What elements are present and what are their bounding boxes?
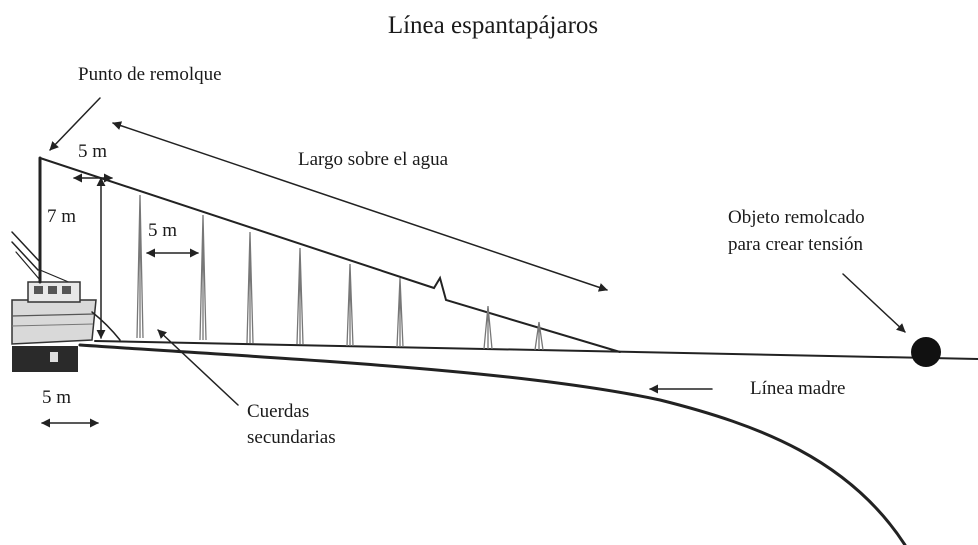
diagram-title: Línea espantapájaros	[388, 12, 598, 39]
height-label: 7 m	[47, 206, 76, 227]
dist-bottom-label: 5 m	[42, 387, 71, 408]
towed-object-label-line2: para crear tensión	[728, 234, 864, 255]
towed-buoy-icon	[911, 337, 941, 367]
spacing-label: 5 m	[148, 220, 177, 241]
main-line-label: Línea madre	[750, 378, 845, 399]
tow-point-label: Punto de remolque	[78, 64, 222, 85]
water-line	[94, 340, 978, 360]
towed-object-arrow	[842, 273, 906, 333]
dist-top-label: 5 m	[78, 141, 107, 162]
branch-lines-arrow	[157, 329, 239, 406]
tow-point-arrow	[49, 97, 101, 151]
streamers	[136, 194, 544, 351]
branch-lines-label-line1: Cuerdas	[247, 401, 309, 422]
main-line-curve	[78, 343, 907, 545]
aerial-length-arrow	[112, 121, 608, 292]
aerial-line	[39, 157, 621, 353]
tow-rope	[91, 311, 121, 341]
aerial-length-label: Largo sobre el agua	[298, 149, 449, 170]
branch-lines-label-line2: secundarias	[247, 427, 336, 448]
towed-object-label-line1: Objeto remolcado	[728, 207, 865, 228]
fishing-vessel-icon	[11, 231, 97, 372]
